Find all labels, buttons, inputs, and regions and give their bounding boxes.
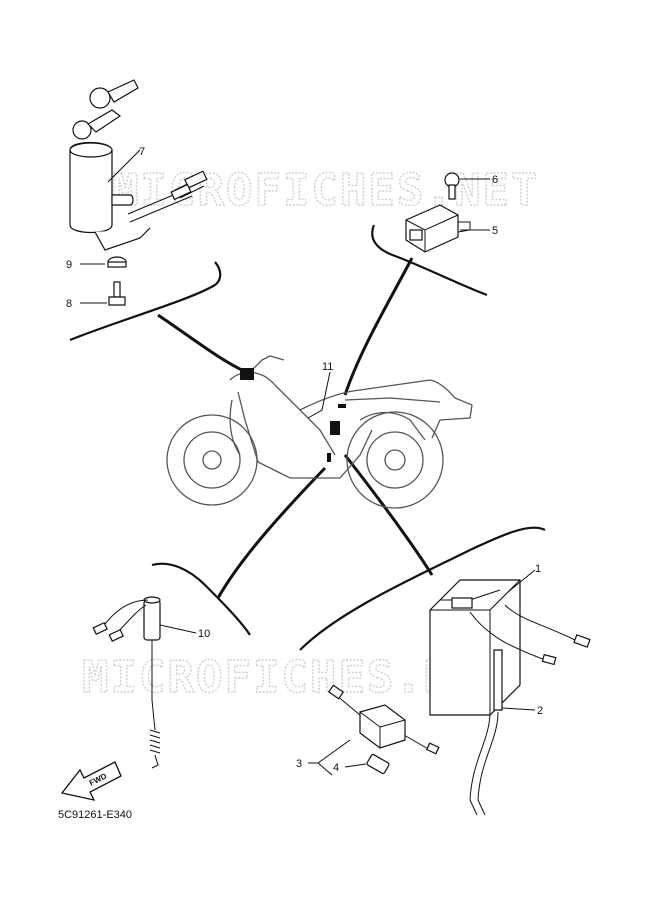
callout-3: 3 (296, 758, 302, 770)
bolt-part-6 (444, 172, 460, 200)
leader-relay (343, 257, 414, 396)
diagram-code: 5C91261-E340 (58, 809, 132, 821)
panel-bottom-right (299, 526, 546, 651)
relay-part (405, 204, 471, 253)
relay-location-mark (338, 404, 346, 408)
bolt-part-8 (108, 281, 126, 306)
leader-ignition (157, 313, 247, 374)
fuse-holder-part (327, 684, 440, 755)
callout-6: 6 (492, 174, 498, 186)
leader-7 (107, 149, 141, 183)
stop-switch-part (92, 596, 161, 769)
panel-top-left (69, 261, 222, 342)
callout-9: 9 (66, 259, 72, 271)
callout-5: 5 (492, 225, 498, 237)
switch-location-mark (327, 453, 331, 462)
callout-7: 7 (139, 146, 145, 158)
main-switch-part (69, 79, 208, 251)
fuse-part (366, 753, 390, 775)
panel-bottom-left (151, 562, 251, 636)
callout-8: 8 (66, 298, 72, 310)
breather-hose-part (469, 649, 503, 816)
battery-location-mark (330, 421, 340, 435)
leader-4 (344, 763, 367, 768)
leader-3 (308, 739, 351, 776)
motorcycle-silhouette (166, 355, 473, 509)
callout-11: 11 (322, 361, 333, 373)
washer-part (107, 256, 127, 268)
callout-2: 2 (537, 705, 543, 717)
leader-1 (507, 569, 536, 593)
fwd-arrow-icon: FWD (60, 761, 122, 801)
callout-4: 4 (333, 762, 339, 774)
ignition-location-mark (240, 368, 254, 380)
leader-battery (343, 454, 434, 576)
battery-part (429, 579, 591, 716)
leader-2 (501, 707, 536, 711)
leader-switch (216, 466, 327, 599)
panel-top-right (371, 224, 488, 297)
leader-10 (159, 624, 197, 634)
leader-11 (307, 371, 331, 419)
callout-10: 10 (198, 628, 210, 640)
callout-1: 1 (535, 563, 541, 575)
